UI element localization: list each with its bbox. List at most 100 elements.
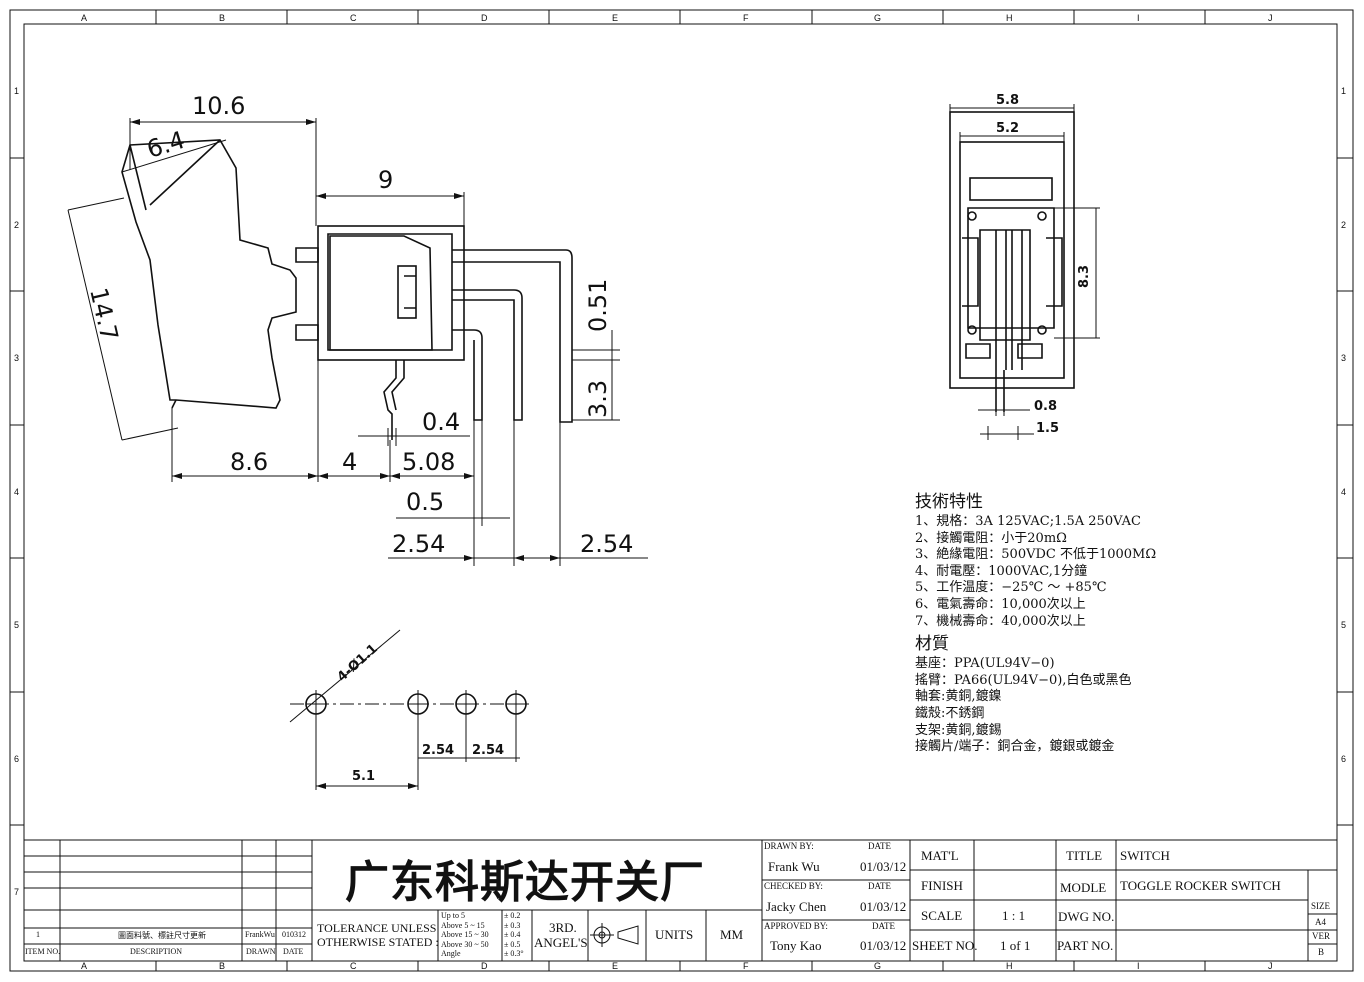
hole-leader <box>289 629 401 723</box>
tolerance-label-1: TOLERANCE UNLESS <box>317 921 437 935</box>
terminal-left <box>452 329 483 421</box>
approved-date: 01/03/12 <box>860 938 907 953</box>
drawn-date: 01/03/12 <box>860 859 907 874</box>
dim-label-2-54: 2.54 <box>580 530 633 558</box>
dim-label-1-5: 1.5 <box>1036 421 1059 436</box>
tolerance-range: Angle <box>441 949 461 959</box>
rev-date: 010312 <box>282 930 306 939</box>
rocker-outline <box>121 139 297 409</box>
approved-by: Tony Kao <box>770 938 822 953</box>
dim-label-8-3: 8.3 <box>1077 265 1092 288</box>
dwg-label: DWG NO. <box>1058 909 1115 924</box>
third-angle-projection-icon <box>590 923 639 947</box>
dim-label-8-6: 8.6 <box>230 448 268 476</box>
row-label: 5 <box>14 620 19 630</box>
dim-line <box>1054 207 1100 339</box>
dim-line <box>959 132 1065 142</box>
dim-label-5-08: 5.08 <box>402 448 455 476</box>
front-side-tabs <box>962 237 1063 307</box>
dim-label-10-6: 10.6 <box>192 92 245 120</box>
company-name: 广东科斯达开关厂 <box>345 857 705 908</box>
row-label: 4 <box>14 487 19 497</box>
scale-value: 1 : 1 <box>1002 908 1026 923</box>
size-label: SIZE <box>1311 901 1330 911</box>
col-label: I <box>1137 961 1140 971</box>
front-contact <box>979 229 1031 341</box>
tolerance-range: Up to 5 <box>441 911 465 920</box>
dim-label-2-54: 2.54 <box>472 743 504 758</box>
col-label: D <box>481 961 488 971</box>
bracket-leg <box>383 360 405 440</box>
row-label: 6 <box>1341 754 1346 764</box>
material-line: 搖臂：PA66(UL94V−0),白色或黑色 <box>915 672 1132 688</box>
dim-arrow <box>464 555 560 561</box>
tech-line: 3、絶緣電阻：500VDC 不低于1000MΩ <box>915 547 1157 563</box>
dim-label-6-4: 6.4 <box>144 126 189 164</box>
front-pins <box>995 230 1023 370</box>
dim-line <box>129 118 317 226</box>
ver-label: VER <box>1312 931 1330 941</box>
rev-header-item: ITEM NO. <box>25 947 61 956</box>
rev-header-drawn: DRAWN <box>246 947 276 956</box>
front-rivet <box>967 211 977 221</box>
dim-line <box>978 404 1030 416</box>
drawn-by: Frank Wu <box>768 859 820 874</box>
model-value: TOGGLE ROCKER SWITCH <box>1120 878 1281 893</box>
col-label: E <box>612 961 618 971</box>
row-label: 2 <box>1341 220 1346 230</box>
col-label: G <box>874 13 881 23</box>
row-label: 4 <box>1341 487 1346 497</box>
date-label: DATE <box>868 841 891 851</box>
tech-line: 4、耐電壓：1000VAC,1分鐘 <box>915 563 1088 579</box>
col-label: H <box>1006 961 1013 971</box>
col-label: H <box>1006 13 1013 23</box>
row-label: 3 <box>14 353 19 363</box>
spec-notes: 技術特性 1、規格：3A 125VAC;1.5A 250VAC 2、接觸電阻：小… <box>915 490 1156 756</box>
front-inner <box>959 141 1065 379</box>
dim-label-0-51: 0.51 <box>584 279 612 332</box>
dim-label-4: 4 <box>342 448 357 476</box>
row-ticks <box>10 157 1353 826</box>
model-label: MODLE <box>1060 880 1107 895</box>
row-label: 5 <box>1341 620 1346 630</box>
dim-line <box>396 510 510 526</box>
dim-line <box>572 330 620 421</box>
col-label: B <box>219 961 225 971</box>
contact-block <box>397 265 417 319</box>
ver-value: B <box>1318 947 1325 957</box>
terminal-right <box>452 249 573 423</box>
front-rivet <box>1037 325 1047 335</box>
material-title: 材質 <box>915 634 949 655</box>
material-line: 接觸片/端子：銅合金，鍍銀或鍍金 <box>915 739 1115 755</box>
title-label: TITLE <box>1066 848 1103 863</box>
title-block-grid <box>24 839 1337 961</box>
col-label: C <box>350 13 357 23</box>
dim-label-0-5: 0.5 <box>406 488 444 516</box>
housing <box>317 225 465 361</box>
rev-header-desc: DESCRIPTION <box>130 947 183 956</box>
dim-label-2-54: 2.54 <box>422 743 454 758</box>
checked-by-label: CHECKED BY: <box>764 881 823 891</box>
dim-line <box>949 104 1075 112</box>
tolerance-value: ± 0.3 <box>504 920 521 930</box>
row-labels-left: 1 2 3 4 5 6 7 <box>14 86 19 897</box>
dim-label-5-8: 5.8 <box>996 93 1019 108</box>
units-value: MM <box>720 927 744 942</box>
col-label: J <box>1268 961 1273 971</box>
housing-inner <box>327 233 453 351</box>
material-line: 基座：PPA(UL94V−0) <box>915 656 1055 672</box>
row-label: 3 <box>1341 353 1346 363</box>
tolerance-ranges: Up to 5 Above 5 ~ 15 Above 15 ~ 30 Above… <box>441 911 489 959</box>
tech-line: 2、接觸電阻：小于20mΩ <box>915 530 1067 546</box>
col-label: A <box>81 961 87 971</box>
dim-line <box>121 139 227 173</box>
checked-date: 01/03/12 <box>860 899 907 914</box>
sheet-value: 1 of 1 <box>1000 938 1031 953</box>
date-label: DATE <box>872 921 895 931</box>
tolerance-value: ± 0.4 <box>504 930 521 940</box>
housing-cavity <box>329 235 433 351</box>
rocker-pivot <box>295 247 319 341</box>
angle-label-1: 3RD. <box>549 920 577 935</box>
col-label: C <box>350 961 357 971</box>
